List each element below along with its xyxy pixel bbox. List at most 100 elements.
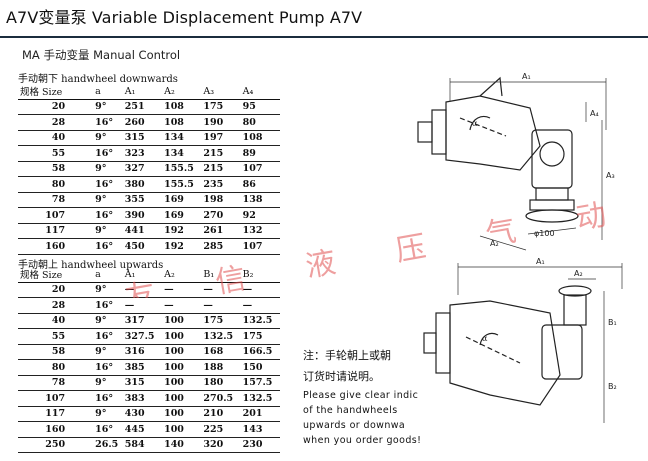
table-cell: 235 <box>201 176 241 193</box>
page-title: A7V变量泵 Variable Displacement Pump A7V <box>6 8 363 27</box>
table-cell: — <box>122 282 163 298</box>
table-cell: 16° <box>79 207 123 224</box>
table-cell: 323 <box>122 145 163 162</box>
table-cell: 58 <box>18 344 80 360</box>
table-cell: 132.5 <box>201 328 241 345</box>
table-cell: 80 <box>18 176 80 193</box>
table-cell: — <box>240 282 280 298</box>
table-cell: 9° <box>79 130 123 146</box>
table-cell: 201 <box>240 406 280 422</box>
table-cell: 380 <box>122 176 163 193</box>
note-cn-line2: 订货时请说明。 <box>303 370 380 383</box>
table-cell: 355 <box>122 192 163 208</box>
table-cell: 16° <box>79 145 123 162</box>
table-cell: 26.5 <box>79 437 123 453</box>
table-cell: 100 <box>162 390 202 407</box>
col-a1: A₁ <box>122 84 163 100</box>
table-cell: 78 <box>18 375 80 391</box>
col-a4: A₄ <box>240 84 280 100</box>
table-cell: 225 <box>201 421 241 438</box>
table-cell: 9° <box>79 161 123 177</box>
section-subtitle: MA 手动变量 Manual Control <box>22 48 181 62</box>
note-en-line2: of the handwheels <box>303 405 398 416</box>
table-cell: 107 <box>18 207 80 224</box>
table-cell: 160 <box>18 421 80 438</box>
table-cell: 117 <box>18 223 80 239</box>
table-cell: 327.5 <box>122 328 163 345</box>
table-cell: 157.5 <box>240 375 280 391</box>
table-cell: 16° <box>79 114 123 131</box>
table-cell: 251 <box>122 99 163 115</box>
table-cell: 230 <box>240 437 280 453</box>
table-cell: 107 <box>18 390 80 407</box>
col-b1: B₁ <box>201 267 241 283</box>
dim-a1: A₁ <box>536 257 545 266</box>
table-cell: 270.5 <box>201 390 241 407</box>
table-cell: 327 <box>122 161 163 177</box>
table-cell: 132 <box>240 223 280 239</box>
table-cell: 168 <box>201 344 241 360</box>
table-cell: 450 <box>122 238 163 255</box>
table-cell: 441 <box>122 223 163 239</box>
table-cell: 58 <box>18 161 80 177</box>
table-cell: — <box>201 297 241 314</box>
table-cell: 270 <box>201 207 241 224</box>
table-cell: 108 <box>162 99 202 115</box>
table-cell: 16° <box>79 238 123 255</box>
table-cell: 78 <box>18 192 80 208</box>
table-cell: 166.5 <box>240 344 280 360</box>
col-a1: A₁ <box>122 267 163 283</box>
table-cell: 155.5 <box>162 161 202 177</box>
table-cell: 383 <box>122 390 163 407</box>
table-cell: 315 <box>122 130 163 146</box>
table-cell: 16° <box>79 176 123 193</box>
table-cell: 28 <box>18 297 80 314</box>
dim-diameter: φ100 <box>534 229 555 238</box>
table-cell: 16° <box>79 390 123 407</box>
table-cell: 9° <box>79 192 123 208</box>
table-cell: 132.5 <box>240 390 280 407</box>
table-cell: 80 <box>240 114 280 131</box>
table-cell: 169 <box>162 192 202 208</box>
table-cell: 117 <box>18 406 80 422</box>
table-cell: 16° <box>79 328 123 345</box>
table-cell: 9° <box>79 313 123 329</box>
col-b2: B₂ <box>240 267 280 283</box>
table-cell: 132.5 <box>240 313 280 329</box>
table-cell: 40 <box>18 130 80 146</box>
table-cell: 40 <box>18 313 80 329</box>
table-cell: — <box>162 282 202 298</box>
table-cell: 9° <box>79 99 123 115</box>
dim-a2: A₂ <box>490 239 499 248</box>
angle-label: α <box>472 119 478 128</box>
dim-a3: A₃ <box>606 171 615 180</box>
table-cell: 190 <box>201 114 241 131</box>
table-cell: 9° <box>79 223 123 239</box>
table-cell: 9° <box>79 344 123 360</box>
table-cell: — <box>201 282 241 298</box>
table-cell: 155.5 <box>162 176 202 193</box>
table-cell: 261 <box>201 223 241 239</box>
table-cell: 134 <box>162 145 202 162</box>
pump-drawing-upwards: A₁ A₂ B₁ B₂ α <box>423 257 623 423</box>
table-cell: 108 <box>162 114 202 131</box>
table-cell: 100 <box>162 313 202 329</box>
table-cell: 20 <box>18 282 80 298</box>
table-cell: 385 <box>122 359 163 376</box>
table-cell: 100 <box>162 406 202 422</box>
table-cell: 140 <box>162 437 202 453</box>
table-cell: 100 <box>162 421 202 438</box>
